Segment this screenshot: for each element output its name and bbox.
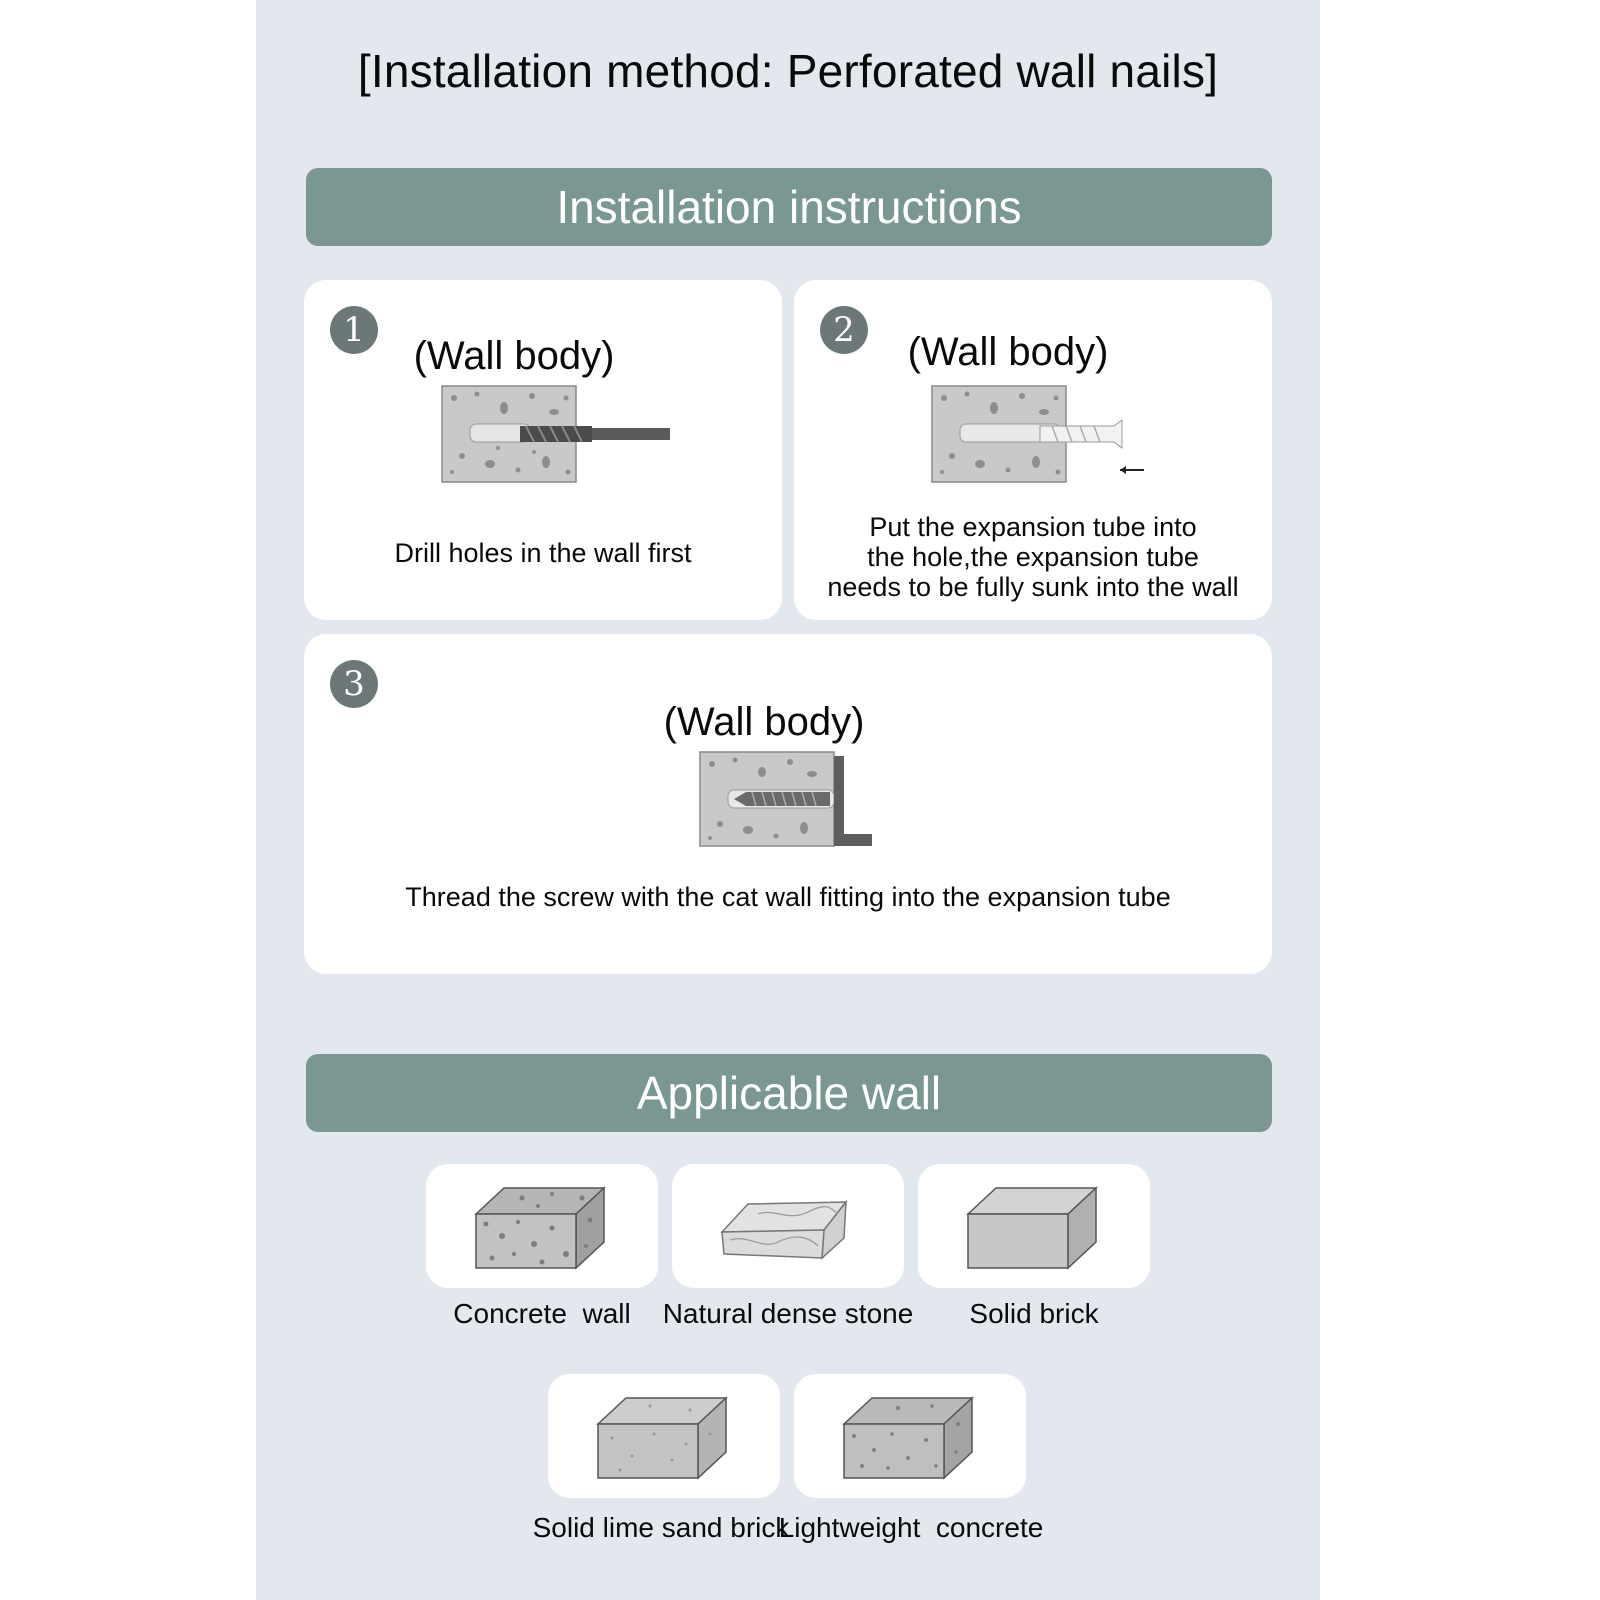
step-3-number: 3 <box>330 660 378 708</box>
solid-brick-tile <box>918 1164 1150 1288</box>
solid-lime-sand-brick-label: Solid lime sand brick <box>532 1512 790 1543</box>
screw-with-fitting-icon <box>699 751 872 847</box>
natural-dense-stone-tile <box>672 1164 904 1288</box>
step-2-caption-line-3: needs to be fully sunk into the wall <box>827 572 1239 602</box>
lightweight-concrete-label: Lightweight concrete <box>778 1512 1044 1543</box>
concrete-wall-tile <box>426 1164 658 1288</box>
step-2-caption-line-1: Put the expansion tube into <box>869 512 1197 542</box>
applicable-wall-banner: Applicable wall <box>306 1054 1272 1132</box>
lightweight-concrete-tile <box>794 1374 1026 1498</box>
step-2-number: 2 <box>820 306 868 354</box>
expansion-tube-insert-icon <box>931 385 1144 483</box>
lime-sand-brick-icon <box>596 1396 728 1480</box>
step-3-card: 3 (Wall body) Thread the screw with the <box>304 634 1272 974</box>
step-3-caption-line: Thread the screw with the cat wall fitti… <box>405 882 1171 912</box>
concrete-block-icon <box>474 1186 606 1270</box>
lightweight-concrete-icon <box>842 1396 974 1480</box>
step-3-wall-label: (Wall body) <box>663 700 865 744</box>
step-2-caption: Put the expansion tube into the hole,the… <box>794 512 1272 602</box>
page-title: [Installation method: Perforated wall na… <box>357 45 1219 97</box>
step-2-caption-line-2: the hole,the expansion tube <box>867 542 1199 572</box>
step-1-caption-line: Drill holes in the wall first <box>394 538 692 568</box>
natural-dense-stone-label: Natural dense stone <box>662 1298 914 1329</box>
step-1-caption: Drill holes in the wall first <box>304 538 782 568</box>
page-panel: [Installation method: Perforated wall na… <box>256 0 1320 1600</box>
step-2-card: 2 (Wall body) Put the expansion tube int… <box>794 280 1272 620</box>
drill-into-wall-icon <box>441 385 670 483</box>
concrete-wall-label: Concrete wall <box>453 1298 631 1329</box>
solid-brick-icon <box>966 1186 1098 1270</box>
step-1-number: 1 <box>330 306 378 354</box>
step-2-wall-label: (Wall body) <box>907 330 1109 374</box>
step-1-card: 1 (Wall body) Drill holes in the wall fi… <box>304 280 782 620</box>
step-1-wall-label: (Wall body) <box>413 334 615 378</box>
stone-block-icon <box>720 1199 848 1260</box>
step-3-caption: Thread the screw with the cat wall fitti… <box>304 882 1272 912</box>
solid-brick-label: Solid brick <box>969 1298 1099 1329</box>
installation-instructions-banner: Installation instructions <box>306 168 1272 246</box>
solid-lime-sand-brick-tile <box>548 1374 780 1498</box>
